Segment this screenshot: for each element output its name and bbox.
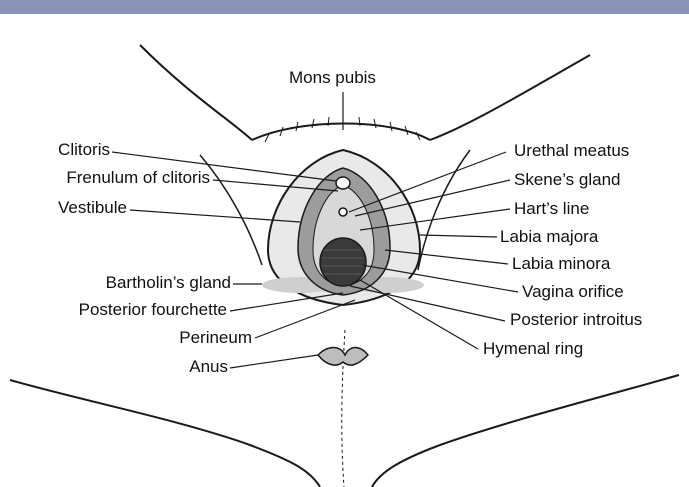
label-vestibule: Vestibule	[58, 198, 127, 218]
label-anus: Anus	[189, 357, 228, 377]
label-hymenal-ring: Hymenal ring	[483, 339, 583, 359]
urethral-meatus-shape	[339, 208, 347, 216]
leader-hymenal	[360, 280, 478, 349]
right-thigh-outline	[430, 55, 590, 140]
lower-left-buttock	[10, 380, 320, 487]
vaginal-orifice-shape	[320, 238, 366, 286]
label-skenes-gland: Skene’s gland	[514, 170, 621, 190]
label-urethral-meatus: Urethal meatus	[514, 141, 629, 161]
leader-majora	[420, 235, 497, 237]
label-harts-line: Hart’s line	[514, 199, 589, 219]
leader-anus	[230, 355, 318, 368]
anus-shape	[318, 348, 368, 366]
right-hip-outline	[418, 150, 470, 270]
lower-right-buttock	[372, 375, 679, 487]
mons-outline	[252, 124, 430, 141]
label-labia-majora: Labia majora	[500, 227, 598, 247]
label-clitoris: Clitoris	[58, 140, 110, 160]
label-bartholins-gland: Bartholin’s gland	[106, 273, 231, 293]
leader-introitus	[350, 286, 505, 321]
label-vagina-orifice: Vagina orifice	[522, 282, 624, 302]
label-perineum: Perineum	[179, 328, 252, 348]
clitoris-shape	[336, 177, 350, 189]
label-mons-pubis: Mons pubis	[289, 68, 376, 88]
label-frenulum-of-clitoris: Frenulum of clitoris	[66, 168, 210, 188]
label-posterior-fourchette: Posterior fourchette	[79, 300, 227, 320]
leader-perineum	[255, 300, 355, 338]
left-thigh-outline	[140, 45, 252, 140]
label-labia-minora: Labia minora	[512, 254, 610, 274]
label-posterior-introitus: Posterior introitus	[510, 310, 642, 330]
